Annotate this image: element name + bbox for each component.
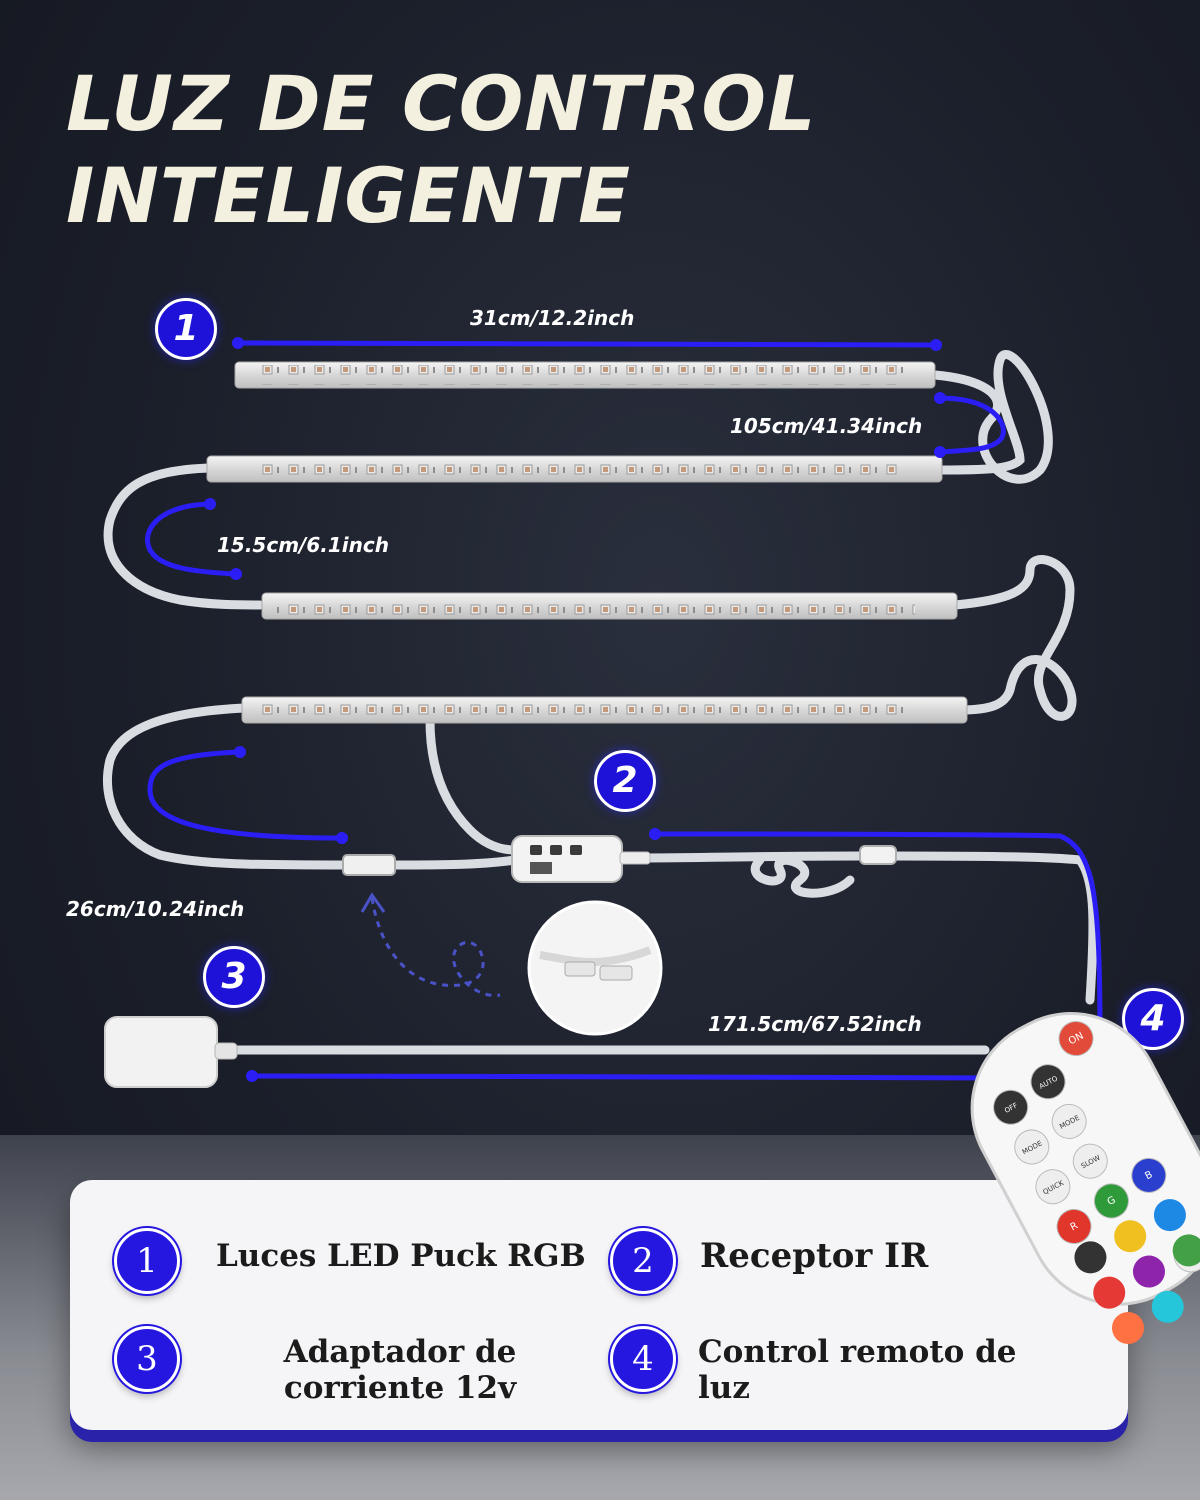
remote-button[interactable] [1126, 1152, 1172, 1198]
remote-color-key[interactable] [1167, 1229, 1200, 1272]
legend-item-3: 3 Adaptador de corriente 12v [114, 1326, 604, 1406]
measure-dots [204, 337, 946, 1082]
cable-group [102, 349, 1098, 1055]
measure-cable-a [937, 395, 1006, 455]
legend-number: 2 [610, 1228, 676, 1294]
zoom-arrow [370, 897, 501, 997]
legend-number: 4 [610, 1326, 676, 1392]
ir-receiver [511, 835, 651, 883]
measure-power-lower [249, 1073, 1003, 1081]
legend-item-2: 2 Receptor IR [610, 1228, 1030, 1294]
remote-button-label: R [1069, 1220, 1080, 1233]
marker-3: 3 [203, 946, 265, 1008]
measure-strip [235, 340, 939, 348]
measure-lines [145, 340, 1103, 1081]
cable-loop-1 [930, 349, 1053, 484]
remote-buttons: ONOFFAUTOMODEMODESLOWQUICKRGBW [988, 1016, 1200, 1349]
remote-color-key[interactable] [1148, 1193, 1191, 1236]
dim-strip-length: 31cm/12.2inch [470, 306, 635, 330]
dim-cable-b: 15.5cm/6.1inch [217, 533, 389, 557]
remote-color-key[interactable] [1069, 1236, 1112, 1279]
remote-button[interactable] [1030, 1164, 1076, 1210]
title-line-2: INTELIGENTE [66, 151, 632, 240]
cable-left-2 [102, 703, 350, 870]
legend-item-4: 4 Control remoto de luz [610, 1326, 1070, 1406]
legend-item-1: 1 Luces LED Puck RGB [114, 1228, 594, 1294]
legend-number: 3 [114, 1326, 180, 1392]
remote-color-key[interactable] [1127, 1250, 1170, 1293]
remote-button[interactable] [1009, 1124, 1055, 1170]
cable-receiver-drop [425, 715, 520, 855]
legend-number: 1 [114, 1228, 180, 1294]
inline-switch [859, 845, 897, 865]
dim-power-cable: 171.5cm/67.52inch [708, 1012, 922, 1036]
legend-label: Receptor IR [700, 1236, 929, 1276]
page-title: LUZ DE CONTROL INTELIGENTE [66, 58, 816, 242]
dim-cable-c: 26cm/10.24inch [66, 897, 245, 921]
marker-1: 1 [155, 298, 217, 360]
cable-left-1 [103, 463, 265, 610]
cable-controller [390, 855, 520, 870]
strip-group [206, 361, 968, 724]
remote-button[interactable] [988, 1084, 1034, 1130]
measure-power-upper [652, 831, 1103, 1043]
remote-button[interactable] [1067, 1138, 1113, 1184]
legend-panel: 1 Luces LED Puck RGB 2 Receptor IR 3 Ada… [70, 1180, 1128, 1430]
measure-cable-c [147, 749, 345, 841]
legend-label: Adaptador de corriente 12v [283, 1334, 517, 1406]
remote-button[interactable] [1051, 1203, 1097, 1249]
remote-button-label: B [1143, 1169, 1154, 1182]
title-line-1: LUZ DE CONTROL [66, 59, 817, 148]
connector-zoom-view [527, 900, 663, 1036]
cable-coil [750, 855, 855, 898]
remote-color-key[interactable] [1109, 1215, 1152, 1258]
remote-color-key[interactable] [1088, 1271, 1131, 1314]
remote-color-key[interactable] [1106, 1306, 1149, 1349]
legend-label: Control remoto de luz [698, 1334, 1017, 1406]
cable-switch [615, 851, 1098, 1005]
connector-plug [342, 854, 396, 876]
marker-2: 2 [594, 750, 656, 812]
remote-button[interactable] [1025, 1059, 1071, 1105]
legend-label: Luces LED Puck RGB [216, 1238, 586, 1274]
dim-cable-a: 105cm/41.34inch [730, 414, 923, 438]
remote-button[interactable] [1053, 1016, 1099, 1062]
remote-button[interactable] [1046, 1098, 1092, 1144]
remote-color-key[interactable] [1146, 1285, 1189, 1328]
cable-loop-2 [950, 555, 1077, 721]
power-adapter [104, 1016, 238, 1088]
measure-cable-b [145, 501, 239, 577]
remote-button[interactable] [1088, 1178, 1134, 1224]
